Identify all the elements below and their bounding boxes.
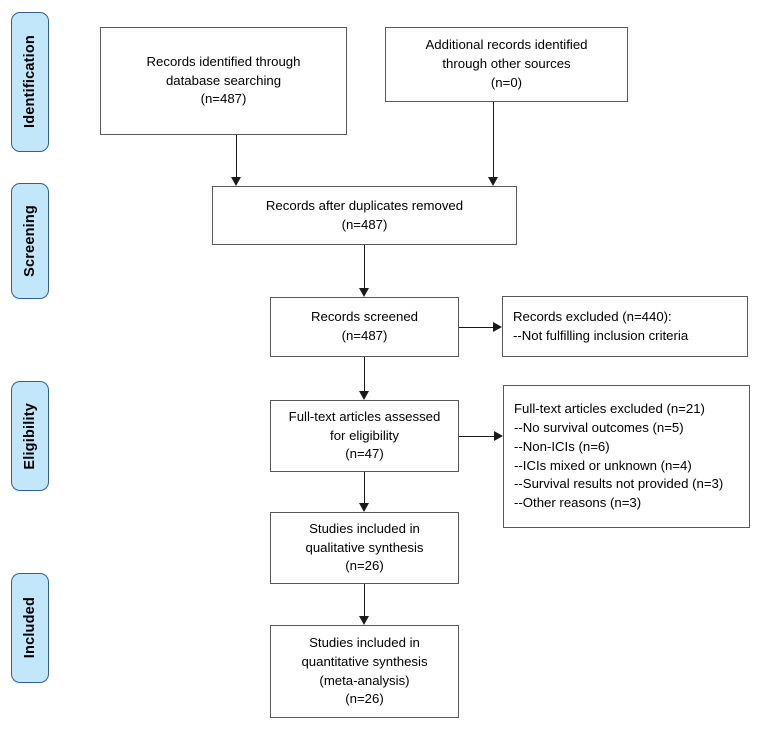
node-additional-records-other-sources-text: Additional records identified through ot… <box>425 37 588 90</box>
node-quantitative-synthesis: Studies included in quantitative synthes… <box>270 625 459 718</box>
stage-tab-identification: Identification <box>11 12 49 152</box>
node-qualitative-synthesis-text: Studies included in qualitative synthesi… <box>305 520 424 574</box>
connector-duplicates-to-screened <box>364 245 365 289</box>
connector-other-sources-to-duplicates <box>493 102 494 177</box>
node-records-screened-text: Records screened (n=487) <box>310 309 419 343</box>
node-fulltext-assessed: Full-text articles assessed for eligibil… <box>270 400 459 472</box>
stage-label-identification: Identification <box>22 35 38 129</box>
connector-database-to-duplicates <box>236 135 237 177</box>
arrowhead-qualitative-to-quantitative <box>359 616 369 625</box>
node-qualitative-synthesis: Studies included in qualitative synthesi… <box>270 512 459 584</box>
connector-screened-to-fulltext <box>364 357 365 392</box>
arrowhead-fulltext-to-excluded <box>494 430 503 441</box>
connector-screened-to-excluded <box>459 327 493 328</box>
stage-label-eligibility: Eligibility <box>22 402 38 470</box>
connector-fulltext-to-excluded <box>459 436 494 437</box>
arrowhead-screened-to-fulltext <box>359 391 369 400</box>
node-records-screened: Records screened (n=487) <box>270 297 459 357</box>
node-fulltext-excluded-text: Full-text articles excluded (n=21) --No … <box>514 401 724 510</box>
arrowhead-screened-to-excluded <box>493 321 502 332</box>
node-records-after-duplicates: Records after duplicates removed (n=487) <box>212 186 517 245</box>
stage-label-screening: Screening <box>22 205 38 277</box>
arrowhead-fulltext-to-qualitative <box>359 503 369 512</box>
node-records-excluded: Records excluded (n=440): --Not fulfilli… <box>502 296 748 357</box>
node-additional-records-other-sources: Additional records identified through ot… <box>385 27 628 102</box>
node-records-identified-database: Records identified through database sear… <box>100 27 347 135</box>
connector-qualitative-to-quantitative <box>364 584 365 617</box>
stage-tab-eligibility: Eligibility <box>11 381 49 491</box>
node-records-identified-database-text: Records identified through database sear… <box>146 53 301 107</box>
arrowhead-duplicates-to-screened <box>359 288 369 297</box>
node-quantitative-synthesis-text: Studies included in quantitative synthes… <box>301 635 428 707</box>
connector-fulltext-to-qualitative <box>364 472 365 504</box>
arrowhead-other-sources-to-duplicates <box>488 177 498 186</box>
stage-tab-screening: Screening <box>11 183 49 299</box>
stage-tab-included: Included <box>11 573 49 683</box>
node-records-excluded-text: Records excluded (n=440): --Not fulfilli… <box>513 308 689 343</box>
node-records-after-duplicates-text: Records after duplicates removed (n=487) <box>265 197 464 232</box>
node-fulltext-assessed-text: Full-text articles assessed for eligibil… <box>288 408 441 462</box>
stage-label-included: Included <box>22 597 38 659</box>
node-fulltext-excluded: Full-text articles excluded (n=21) --No … <box>503 385 750 528</box>
arrowhead-database-to-duplicates <box>231 177 241 186</box>
